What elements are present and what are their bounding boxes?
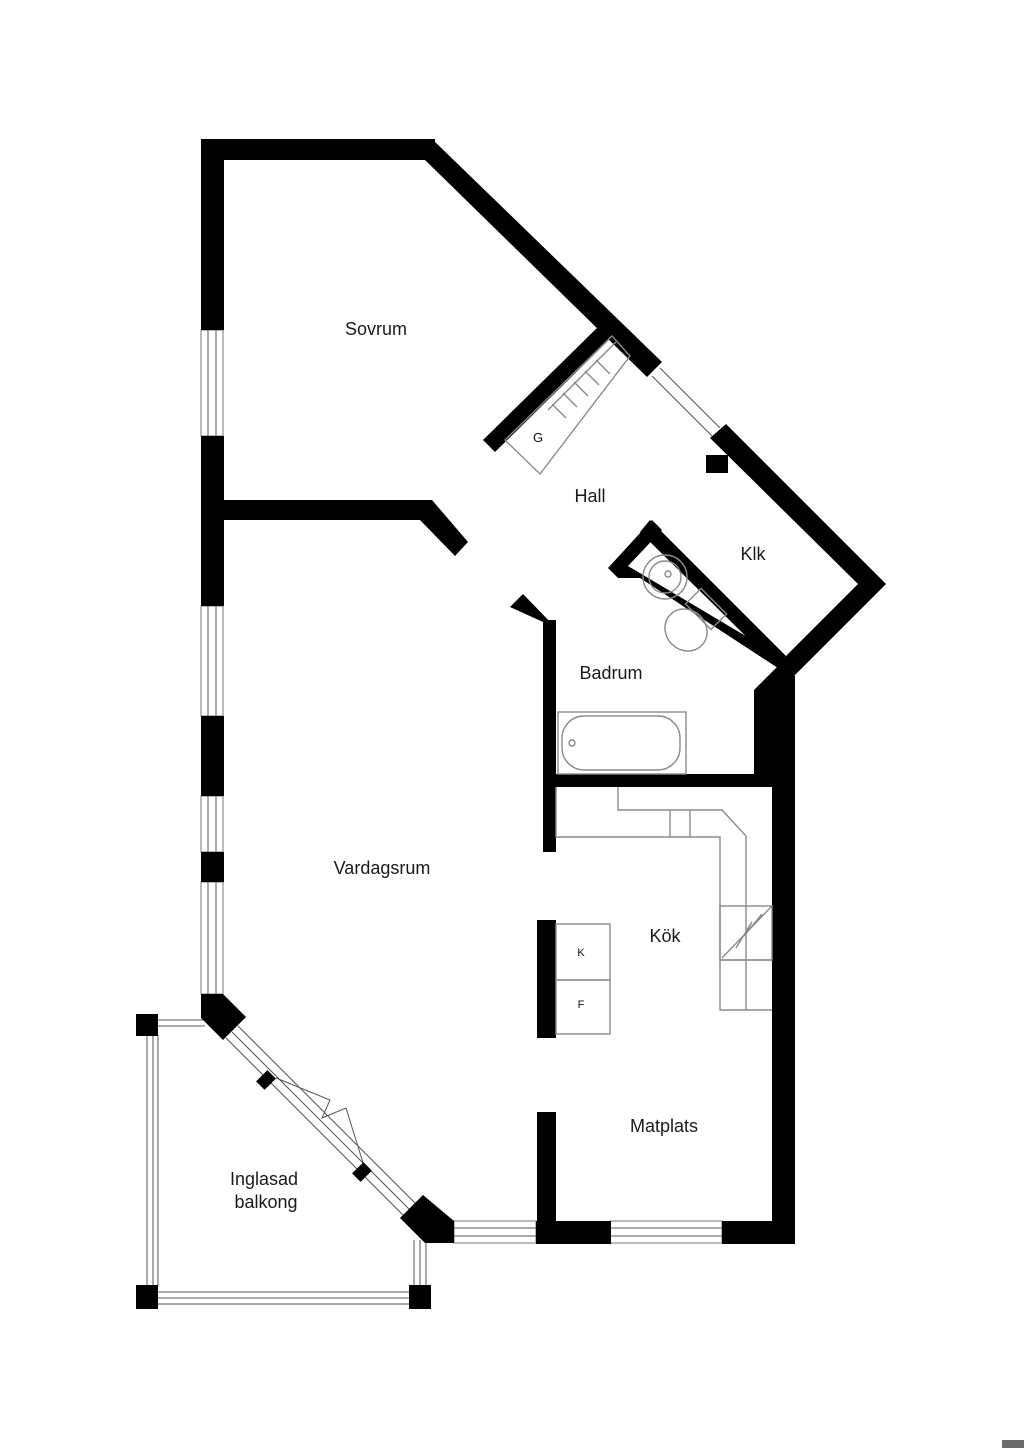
wardrobe	[503, 334, 631, 476]
label-kok: Kök	[649, 926, 681, 946]
stove	[719, 905, 773, 961]
label-hall: Hall	[574, 486, 605, 506]
window-vardagsrum-west-3	[200, 881, 224, 995]
window-vardagsrum-south	[453, 1220, 537, 1244]
label-vardagsrum: Vardagsrum	[334, 858, 431, 878]
label-badrum: Badrum	[579, 663, 642, 683]
room-labels: Sovrum Hall Klk Badrum Vardagsrum Kök Ma…	[230, 319, 767, 1212]
balcony-post-nw	[136, 1014, 158, 1036]
label-garderob: G	[533, 430, 543, 445]
fixtures	[503, 334, 773, 1035]
label-balkong-line2: balkong	[234, 1192, 297, 1212]
interior-walls	[224, 325, 786, 1222]
label-kyl: K	[577, 947, 585, 959]
label-frys: F	[578, 999, 585, 1011]
balcony-door-wall	[201, 994, 454, 1243]
kitchen-counters	[555, 787, 773, 1011]
bathtub	[557, 711, 687, 775]
window-vardagsrum-west-1	[200, 605, 224, 717]
exterior-walls	[201, 139, 886, 1244]
corner-mark	[1002, 1440, 1024, 1448]
balcony-post-sw	[136, 1285, 158, 1309]
balcony-door-swing	[275, 1077, 365, 1167]
bathroom-sink	[642, 554, 688, 600]
glazed-balcony	[136, 1014, 431, 1309]
balcony-post-se	[409, 1285, 431, 1309]
window-matplats-south	[609, 1220, 723, 1244]
window-sovrum-west	[200, 329, 224, 437]
entrance-door	[651, 367, 721, 437]
toilet	[664, 587, 728, 652]
label-balkong-line1: Inglasad	[230, 1169, 298, 1189]
label-matplats: Matplats	[630, 1116, 698, 1136]
label-sovrum: Sovrum	[345, 319, 407, 339]
label-klk: Klk	[740, 544, 766, 564]
window-vardagsrum-west-2	[200, 795, 224, 853]
freezer	[555, 979, 611, 1035]
